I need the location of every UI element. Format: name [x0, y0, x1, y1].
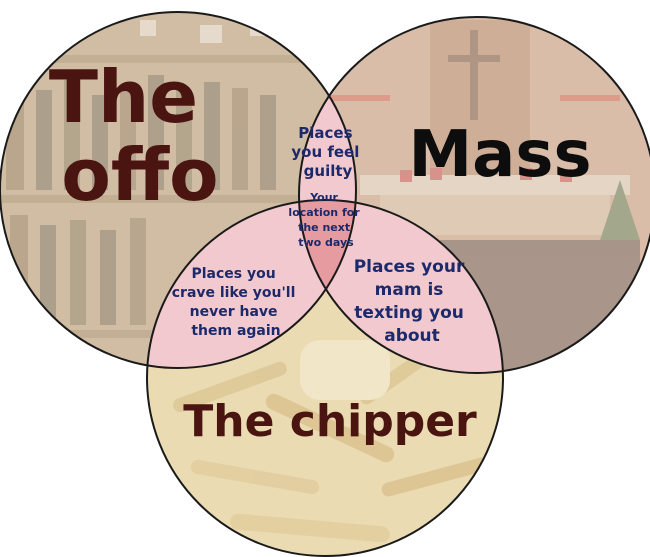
label-offo-mass: Places you feel guilty — [291, 124, 364, 180]
mass-circle-outline — [298, 16, 650, 374]
offo-title-line-1: The — [49, 55, 198, 139]
label-offo-mass-line-2: you feel — [291, 143, 359, 161]
label-mass-chipper-line-2: mam is — [375, 280, 444, 300]
mass-title: Mass — [408, 118, 591, 192]
chipper-title: The chipper — [183, 396, 477, 447]
label-offo-mass-line-1: Places — [298, 124, 352, 142]
offo-title: The offo — [49, 55, 223, 217]
label-mass-chipper: Places your mam is texting you about — [354, 257, 471, 346]
shelf-rows — [0, 20, 300, 338]
label-offo-chipper-line-4: them again — [191, 323, 280, 339]
label-offo-chipper-line-2: crave like you'll — [172, 285, 296, 301]
label-center-line-4: two days — [298, 236, 354, 249]
overlap-mass-chipper — [299, 200, 503, 373]
label-mass-chipper-line-3: texting you — [354, 303, 464, 323]
label-offo-mass-line-3: guilty — [304, 162, 353, 180]
label-offo-chipper-line-1: Places you — [191, 266, 275, 282]
label-mass-chipper-line-1: Places your — [354, 257, 465, 277]
label-center-line-2: location for — [288, 206, 360, 219]
offo-circle-background — [0, 12, 356, 368]
label-offo-chipper: Places you crave like you'll never have … — [172, 266, 301, 339]
label-center-line-1: Your — [309, 191, 338, 204]
offo-circle-outline — [0, 11, 357, 369]
label-mass-chipper-line-4: about — [384, 326, 440, 346]
offo-title-line-2: offo — [61, 133, 218, 217]
overlap-offo-chipper — [147, 200, 356, 368]
label-center-line-3: the next — [298, 221, 350, 234]
label-offo-chipper-line-3: never have — [190, 304, 278, 320]
label-center: Your location for the next two days — [288, 191, 363, 249]
chipper-circle-outline — [146, 199, 504, 557]
